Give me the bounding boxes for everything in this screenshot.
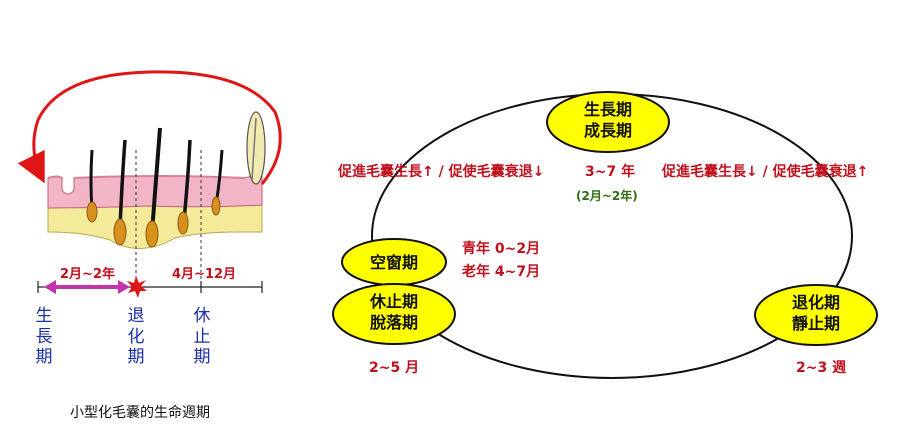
- bubble-regression-line1: 退化期: [791, 293, 840, 312]
- bubble-regression-line2: 靜止期: [791, 313, 840, 333]
- growth-duration: 3~7 年: [585, 164, 636, 180]
- bubble-rest: [332, 283, 456, 345]
- rest-duration: 2~5 月: [369, 360, 420, 376]
- right-effect-text: 促進毛囊生長↓ / 促使毛囊衰退↑: [662, 164, 869, 180]
- timeline: [37, 276, 263, 298]
- bubble-growth-line1: 生長期: [583, 100, 632, 119]
- bubble-growth: [546, 91, 670, 153]
- bubble-growth-line2: 成長期: [583, 120, 632, 140]
- regression-marker: [127, 276, 147, 298]
- stage-growth-label: 生長期: [35, 306, 53, 368]
- left-effect-text: 促進毛囊生長↑ / 促使毛囊衰退↓: [338, 164, 545, 180]
- bubble-growth-text: 生長期 成長期: [568, 100, 648, 142]
- bubble-empty-text: 空窗期: [369, 253, 418, 272]
- bubble-rest-line1: 休止期: [369, 292, 418, 311]
- cycle-arrow: [17, 70, 282, 185]
- bubble-rest-text: 休止期 脫落期: [354, 292, 434, 334]
- figure-caption: 小型化毛囊的生命週期: [70, 405, 210, 421]
- empty-old-duration: 老年 4~7月: [462, 264, 541, 280]
- growth-duration-sub: (2月~2年): [576, 189, 638, 203]
- stage-rest-label: 休止期: [193, 306, 211, 368]
- bubble-regression-text: 退化期 靜止期: [776, 293, 856, 335]
- hair-follicles: [86, 111, 266, 248]
- bubble-regression: [754, 284, 878, 346]
- empty-young-duration: 青年 0~2月: [462, 241, 541, 257]
- bubble-rest-line2: 脫落期: [369, 312, 418, 332]
- stage-regression-label: 退化期: [127, 306, 145, 368]
- rest-range-label: 4月~12月: [172, 267, 237, 282]
- growth-range-label: 2月~2年: [60, 267, 115, 282]
- regression-duration: 2~3 週: [796, 360, 847, 376]
